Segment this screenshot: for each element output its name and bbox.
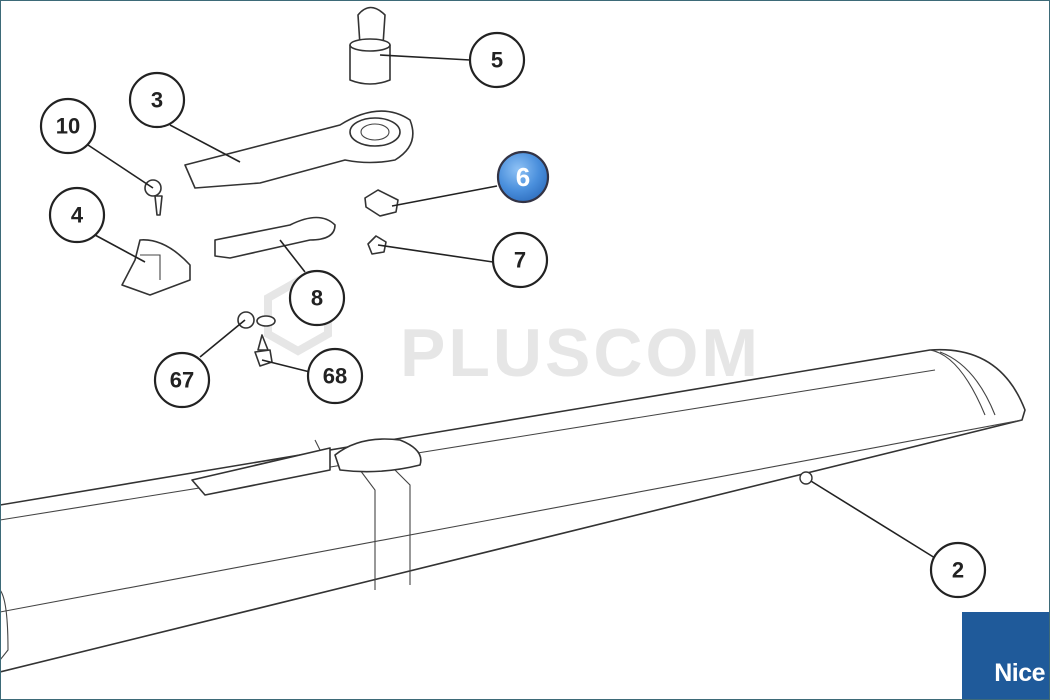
- callout-label: 3: [151, 88, 163, 113]
- watermark-text: PLUSCOM: [400, 315, 761, 391]
- callout-3[interactable]: 3: [128, 71, 186, 129]
- callout-label: 67: [170, 368, 194, 393]
- callout-6-highlighted[interactable]: 6: [496, 150, 550, 204]
- nice-brand-logo: Nice: [962, 612, 1050, 700]
- part-5-release-key: [349, 6, 391, 85]
- part-7-nut: [367, 235, 387, 255]
- callout-label: 8: [311, 286, 323, 311]
- callout-4[interactable]: 4: [48, 186, 106, 244]
- callout-label: 7: [514, 248, 526, 273]
- part-67-washer: [237, 311, 276, 329]
- callout-label: 5: [491, 48, 503, 73]
- callout-67[interactable]: 67: [153, 351, 211, 409]
- callout-label: 10: [56, 114, 80, 139]
- part-2-housing: [0, 348, 1026, 673]
- callout-10[interactable]: 10: [39, 97, 97, 155]
- callout-label: 2: [952, 558, 964, 583]
- watermark: PLUSCOM: [264, 276, 761, 391]
- callout-label: 68: [323, 364, 347, 389]
- callout-68[interactable]: 68: [306, 347, 364, 405]
- part-6-block: [364, 189, 399, 217]
- part-3-arm: [184, 110, 414, 189]
- brand-logo-text: Nice: [994, 659, 1045, 687]
- callout-7[interactable]: 7: [491, 231, 549, 289]
- part-4-bracket: [121, 239, 191, 296]
- callout-label: 6: [516, 162, 530, 192]
- part-8-lever: [214, 216, 336, 259]
- leader-lines: [87, 54, 936, 559]
- callout-label: 4: [71, 203, 84, 228]
- callout-8[interactable]: 8: [288, 269, 346, 327]
- callout-5[interactable]: 5: [468, 31, 526, 89]
- callout-2[interactable]: 2: [929, 541, 987, 599]
